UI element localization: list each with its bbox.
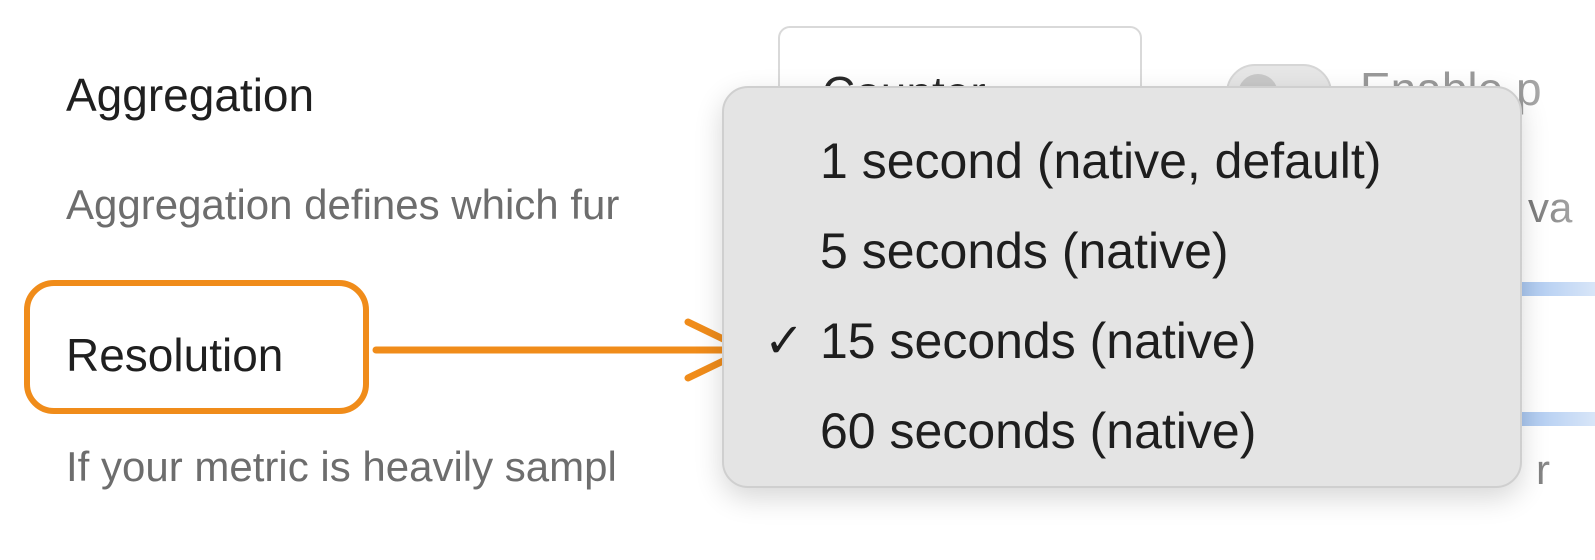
- resolution-heading: Resolution: [66, 329, 284, 381]
- aggregation-heading: Aggregation: [66, 69, 315, 121]
- menu-item-15-seconds[interactable]: 15 seconds (native): [820, 313, 1257, 369]
- menu-item-5-seconds[interactable]: 5 seconds (native): [820, 223, 1229, 279]
- annotation-highlight-box: [24, 280, 369, 414]
- resolution-dropdown-menu: 1 second (native, default) 5 seconds (na…: [722, 86, 1522, 488]
- aggregation-description-tail: va: [1528, 184, 1573, 231]
- resolution-description: If your metric is heavily sampl: [66, 443, 617, 490]
- resolution-description-tail: r: [1536, 446, 1550, 493]
- aggregation-description: Aggregation defines which fur: [66, 181, 620, 228]
- checkmark-icon: ✓: [764, 315, 805, 368]
- menu-item-1-second[interactable]: 1 second (native, default): [820, 133, 1382, 189]
- annotation-arrow-icon: [372, 318, 750, 382]
- menu-item-60-seconds[interactable]: 60 seconds (native): [820, 403, 1257, 459]
